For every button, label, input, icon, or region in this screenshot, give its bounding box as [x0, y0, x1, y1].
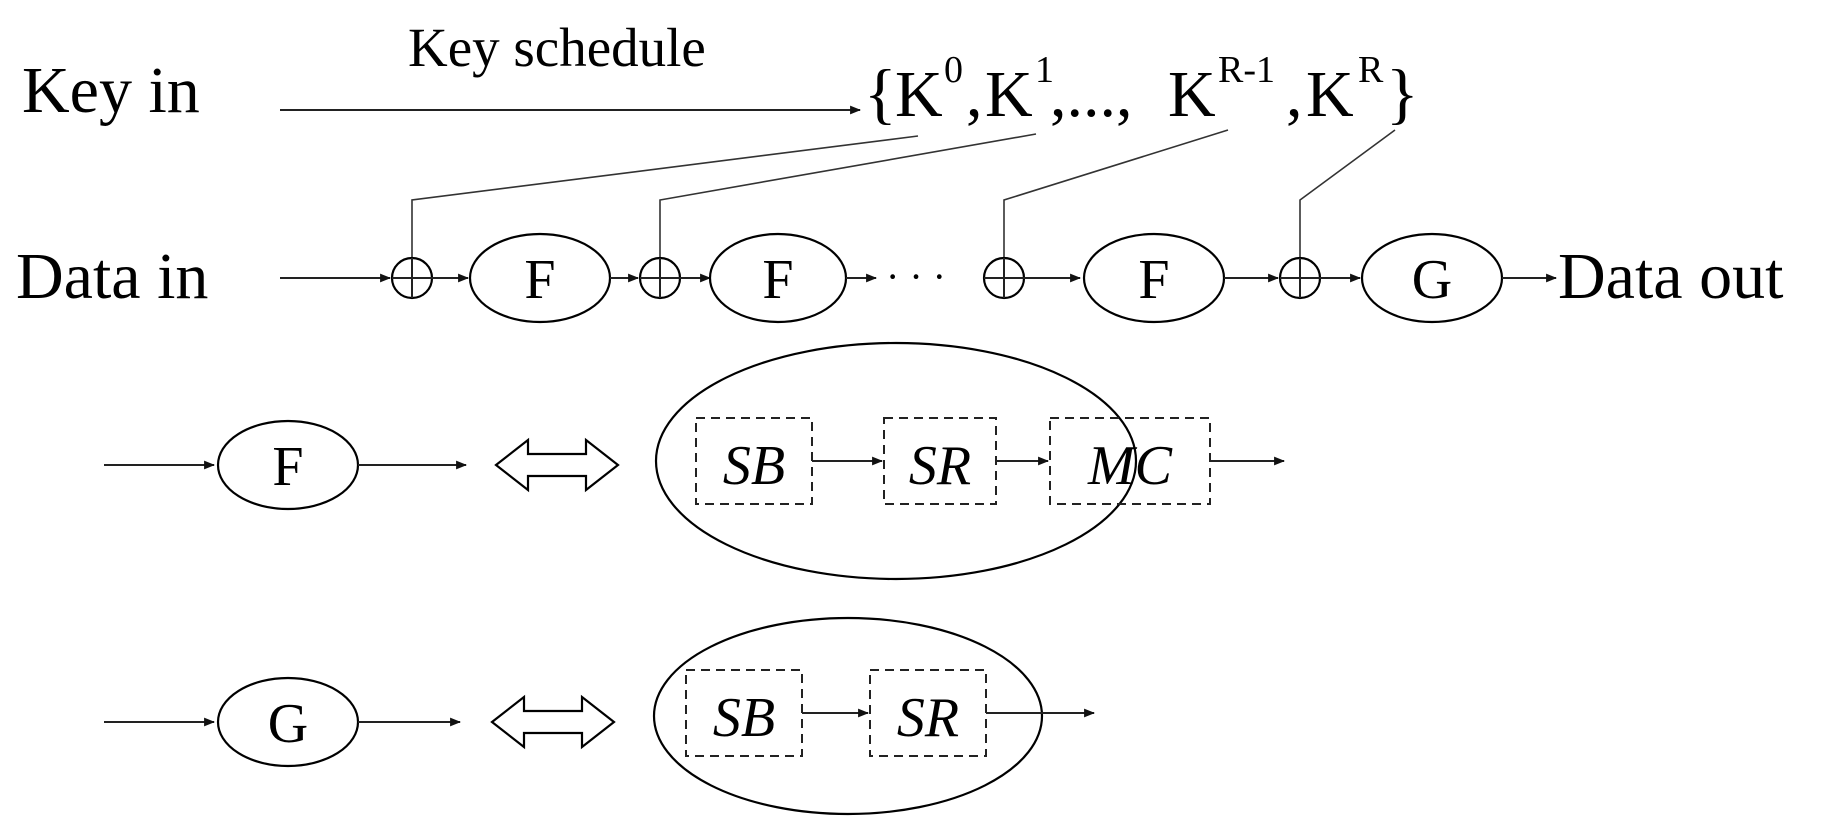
svg-text:MC: MC — [1087, 435, 1173, 497]
round-key-r-minus-1: K — [1168, 58, 1216, 131]
round-key-0-exp: 0 — [944, 49, 963, 91]
xor-3 — [982, 256, 1026, 300]
f-step-sb: SB — [695, 417, 813, 505]
key-connectors — [411, 129, 1396, 258]
xor-1 — [390, 256, 434, 300]
key-1-connector — [659, 133, 1037, 258]
round-key-1-exp: 1 — [1035, 49, 1054, 91]
g-definition: G SB SR — [104, 616, 1096, 816]
open-brace: { — [864, 55, 897, 131]
svg-text:SR: SR — [897, 687, 959, 749]
ellipsis: ,..., — [1050, 58, 1133, 131]
f-equiv-icon — [494, 437, 620, 493]
round-key-1: K — [985, 58, 1033, 131]
flow-dots: · · · — [886, 254, 946, 299]
g-node: G — [1360, 232, 1504, 324]
round-key-r: K — [1306, 58, 1354, 131]
f-def-node: F — [216, 419, 360, 511]
key-r-minus-1-connector — [1003, 129, 1229, 258]
svg-text:SR: SR — [909, 435, 971, 497]
g-step-sr: SR — [869, 669, 987, 757]
data-out-label: Data out — [1558, 240, 1783, 313]
g-equiv-icon — [490, 694, 616, 750]
f-node-3: F — [1082, 232, 1226, 324]
data-in-label: Data in — [16, 240, 208, 313]
xor-2 — [638, 256, 682, 300]
svg-text:F: F — [272, 436, 303, 498]
key-in-label: Key in — [22, 54, 200, 127]
svg-text:F: F — [1138, 249, 1169, 311]
close-brace: } — [1386, 55, 1419, 131]
f-step-mc: MC — [1049, 417, 1211, 505]
key-schedule-row: Key in Key schedule { K 0 , K 1 ,..., K … — [22, 17, 1419, 131]
xor-4 — [1278, 256, 1322, 300]
svg-text:G: G — [268, 693, 308, 755]
round-key-0: K — [895, 58, 943, 131]
svg-text:G: G — [1412, 249, 1452, 311]
f-node-2: F — [708, 232, 848, 324]
round-keys-set: { K 0 , K 1 ,..., K R-1 , K R } — [864, 49, 1419, 131]
g-step-sb: SB — [685, 669, 803, 757]
key-r-connector — [1299, 129, 1396, 258]
g-def-node: G — [216, 676, 360, 768]
comma-1: , — [966, 58, 983, 131]
round-key-r-minus-1-exp: R-1 — [1218, 49, 1275, 91]
key-schedule-label: Key schedule — [408, 17, 706, 78]
f-step-sr: SR — [883, 417, 997, 505]
svg-text:F: F — [762, 249, 793, 311]
svg-text:F: F — [524, 249, 555, 311]
g-round-group — [652, 616, 1044, 816]
f-round-group — [654, 341, 1138, 581]
svg-text:SB: SB — [713, 687, 775, 749]
f-definition: F SB SR MC — [104, 341, 1286, 581]
f-node-1: F — [468, 232, 612, 324]
key-0-connector — [411, 135, 919, 258]
round-key-r-exp: R — [1358, 49, 1384, 91]
data-flow-row: Data in F F · · · — [16, 232, 1783, 324]
comma-2: , — [1286, 58, 1303, 131]
svg-text:SB: SB — [723, 435, 785, 497]
